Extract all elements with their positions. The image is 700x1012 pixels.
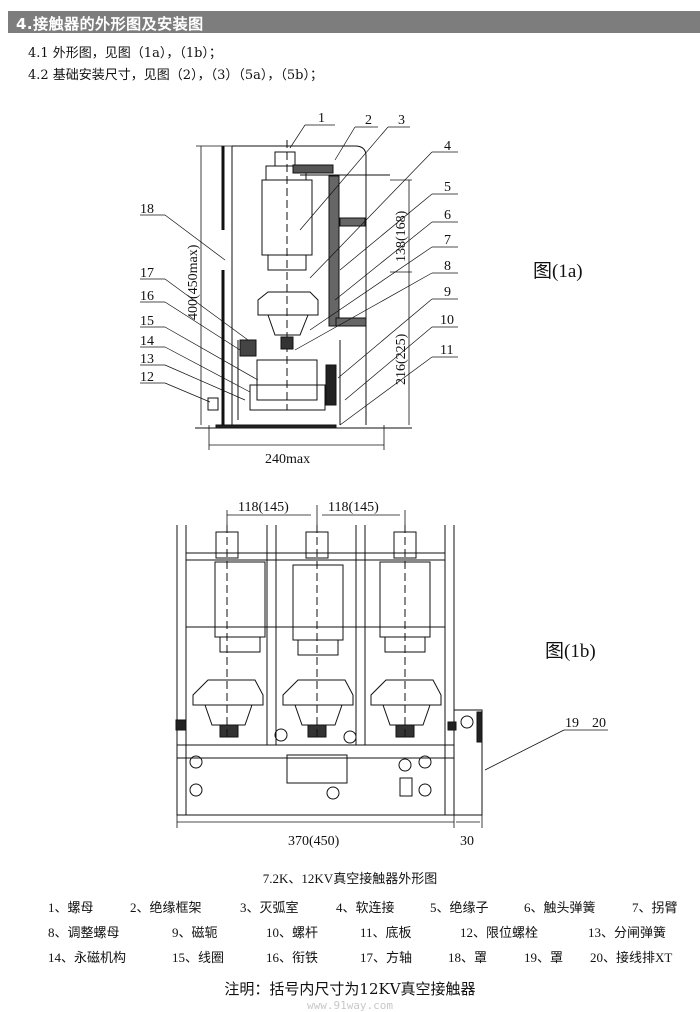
part-item: 5、绝缘子 [430,900,489,915]
dim-width-1a: 240max [265,452,310,467]
watermark: www.91way.com [306,999,394,1012]
callout-4: 4 [444,139,451,154]
figure-1a-title: 图(1a) [533,261,583,282]
dim-pitch-2: 118(145) [328,500,379,515]
callout-20: 20 [592,716,606,731]
callout-1: 1 [318,111,325,126]
callout-11: 11 [440,343,453,358]
figure-caption: 7.2K、12KV真空接触器外形图 [262,871,438,886]
callout-3: 3 [398,113,405,128]
part-item: 19、罩 [524,950,564,965]
parts-row: 1、螺母 2、绝缘框架 3、灭弧室 4、软连接 5、绝缘子 6、触头弹簧 7、拐… [48,897,698,922]
part-item: 3、灭弧室 [240,900,299,915]
part-item: 10、螺杆 [266,925,319,940]
callout-13: 13 [140,352,154,367]
part-item: 14、永磁机构 [48,950,127,965]
callout-10: 10 [440,313,454,328]
callout-6: 6 [444,208,451,223]
dim-height-lower: 216(225) [394,333,409,385]
callout-17: 17 [140,266,154,281]
part-item: 7、拐臂 [632,900,678,915]
callout-7: 7 [444,233,451,248]
item-4-2: 4.2 基础安装尺寸，见图（2），（3）（5a），（5b）； [28,68,323,83]
item-4-1: 4.1 外形图，见图（1a），（1b）； [28,46,222,61]
parts-row: 14、永磁机构 15、线圈 16、衔铁 17、方轴 18、罩 19、罩 20、接… [48,947,698,972]
callout-16: 16 [140,289,154,304]
callout-14: 14 [140,334,154,349]
part-item: 17、方轴 [360,950,413,965]
part-item: 11、底板 [360,925,412,940]
part-item: 6、触头弹簧 [524,900,596,915]
callout-15: 15 [140,314,154,329]
section-header: 4.接触器的外形图及安装图 [8,11,700,33]
part-item: 2、绝缘框架 [130,900,202,915]
figure-1b-title: 图(1b) [545,641,596,662]
part-item: 16、衔铁 [266,950,319,965]
parts-row: 8、调整螺母 9、磁轭 10、螺杆 11、底板 12、限位螺栓 13、分闸弹簧 [48,922,698,947]
callout-9: 9 [444,285,451,300]
dim-width-1b: 370(450) [288,834,340,849]
part-item: 8、调整螺母 [48,925,120,940]
dim-pitch-1: 118(145) [238,500,289,515]
note: 注明：括号内尺寸为12KV真空接触器 [224,980,476,998]
callout-2: 2 [365,113,372,128]
parts-list: 1、螺母 2、绝缘框架 3、灭弧室 4、软连接 5、绝缘子 6、触头弹簧 7、拐… [48,897,698,972]
part-item: 9、磁轭 [172,925,218,940]
callout-12: 12 [140,370,154,385]
callout-18: 18 [140,202,154,217]
callout-8: 8 [444,259,451,274]
part-item: 20、接线排XT [590,950,673,965]
part-item: 1、螺母 [48,900,94,915]
part-item: 4、软连接 [336,900,395,915]
part-item: 15、线圈 [172,950,225,965]
dim-extra-width: 30 [460,834,474,849]
part-item: 13、分闸弹簧 [588,925,667,940]
figure-1b-drawing [176,525,482,815]
dim-height-total: 400(450max) [186,244,201,320]
section-title: 4.接触器的外形图及安装图 [16,15,204,33]
part-item: 12、限位螺栓 [460,925,539,940]
part-item: 18、罩 [448,950,488,965]
callout-5: 5 [444,180,451,195]
callout-19: 19 [565,716,579,731]
cover-outline [232,146,366,425]
dim-height-upper: 138(168) [394,210,409,262]
